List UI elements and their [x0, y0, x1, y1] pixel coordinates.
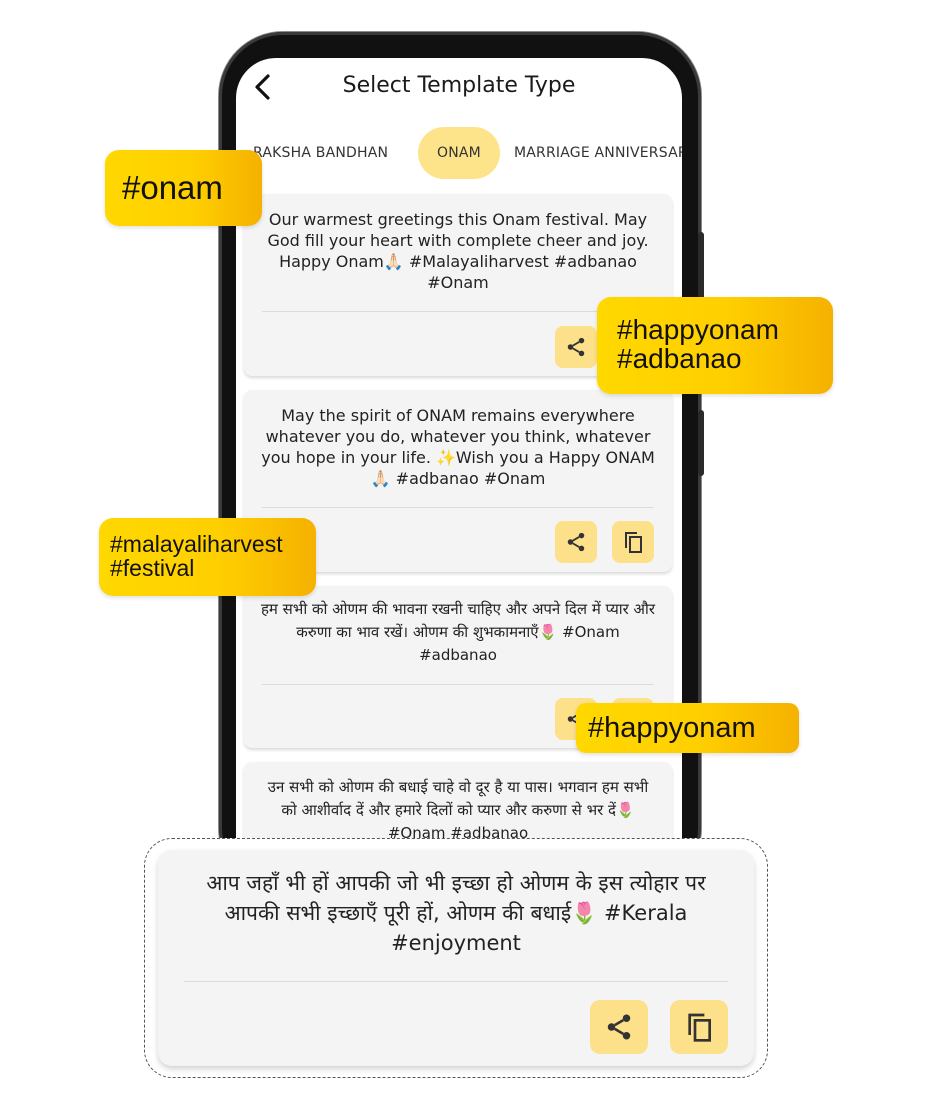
phone-power-button [698, 410, 704, 476]
zoomed-template-card: आप जहाँ भी हों आपकी जो भी इच्छा हो ओणम क… [158, 850, 754, 1066]
share-button[interactable] [590, 1000, 648, 1054]
template-text: उन सभी को ओणम की बधाई चाहे वो दूर है या … [267, 778, 649, 842]
tab-raksha-bandhan[interactable]: RAKSHA BANDHAN [253, 145, 389, 161]
copy-button[interactable] [612, 521, 654, 563]
card-divider [262, 311, 654, 312]
hashtag-badge-malayaliharvest-festival: #malayaliharvest #festival [99, 518, 316, 596]
share-icon [567, 532, 585, 552]
tab-onam[interactable]: ONAM [418, 127, 500, 179]
badge-line: #festival [110, 555, 195, 581]
badge-line: #malayaliharvest [110, 531, 283, 557]
badge-line: #adbanao [617, 343, 742, 374]
template-text: May the spirit of ONAM remains everywher… [261, 406, 655, 488]
share-icon [607, 1014, 631, 1040]
template-card: Our warmest greetings this Onam festival… [244, 194, 672, 376]
share-button[interactable] [555, 326, 597, 368]
hashtag-badge-happyonam-adbanao: #happyonam #adbanao [597, 297, 833, 394]
badge-line: #happyonam [617, 314, 779, 345]
template-tabs: RAKSHA BANDHAN ONAM MARRIAGE ANNIVERSARY [236, 124, 682, 182]
page-title: Select Template Type [342, 73, 576, 98]
hashtag-badge-onam: #onam [105, 150, 262, 226]
template-text: आप जहाँ भी हों आपकी जो भी इच्छा हो ओणम क… [206, 871, 706, 955]
copy-icon [688, 1013, 711, 1042]
copy-button[interactable] [670, 1000, 728, 1054]
template-text: Our warmest greetings this Onam festival… [267, 210, 649, 292]
tab-marriage-anniversary[interactable]: MARRIAGE ANNIVERSARY [514, 145, 682, 161]
card-divider [184, 981, 728, 982]
share-button[interactable] [555, 521, 597, 563]
share-icon [567, 337, 585, 357]
template-text: हम सभी को ओणम की भावना रखनी चाहिए और अपन… [260, 600, 656, 664]
hashtag-badge-happyonam: #happyonam [576, 703, 799, 753]
card-divider [262, 507, 654, 508]
app-bar: Select Template Type [236, 58, 682, 118]
phone-volume-button [698, 232, 704, 302]
copy-icon [625, 532, 642, 553]
card-divider [262, 684, 654, 685]
app-screen: Select Template Type RAKSHA BANDHAN ONAM… [236, 58, 682, 878]
back-icon[interactable] [250, 72, 276, 102]
